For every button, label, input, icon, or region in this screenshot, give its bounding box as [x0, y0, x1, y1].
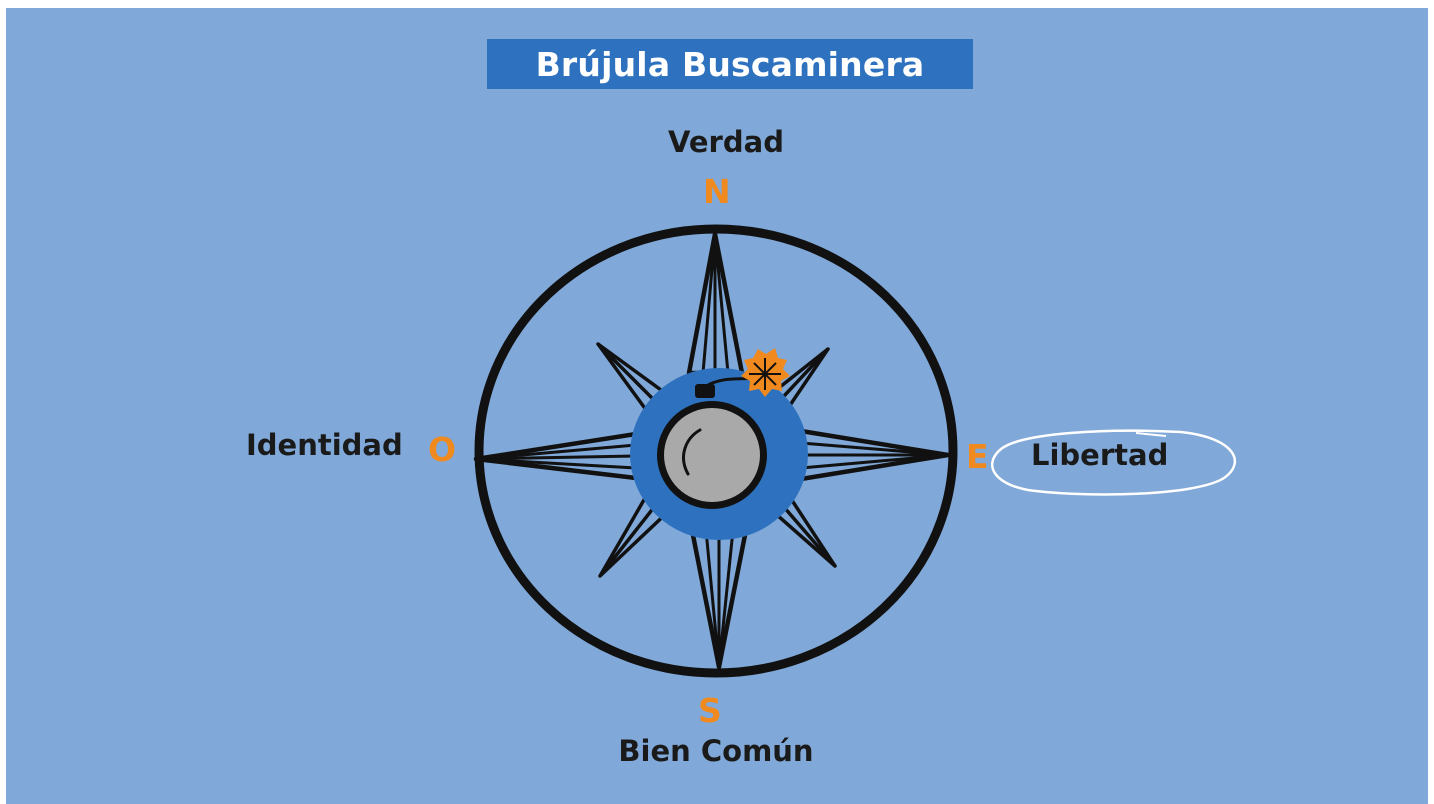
bomb-icon: [657, 376, 767, 509]
east-letter: E: [966, 437, 989, 476]
west-letter: O: [428, 430, 457, 469]
compass-rose-icon: [473, 224, 1236, 678]
spark-icon: [741, 348, 790, 397]
page-title: Brújula Buscaminera: [535, 44, 925, 84]
north-letter: N: [703, 172, 731, 211]
south-label: Bien Común: [618, 734, 814, 768]
south-letter: S: [698, 691, 722, 730]
title-bar: Brújula Buscaminera: [487, 39, 973, 89]
slide: Brújula Buscaminera: [6, 8, 1428, 804]
east-label: Libertad: [1031, 438, 1169, 472]
north-label: Verdad: [668, 125, 784, 159]
west-label: Identidad: [246, 428, 403, 462]
